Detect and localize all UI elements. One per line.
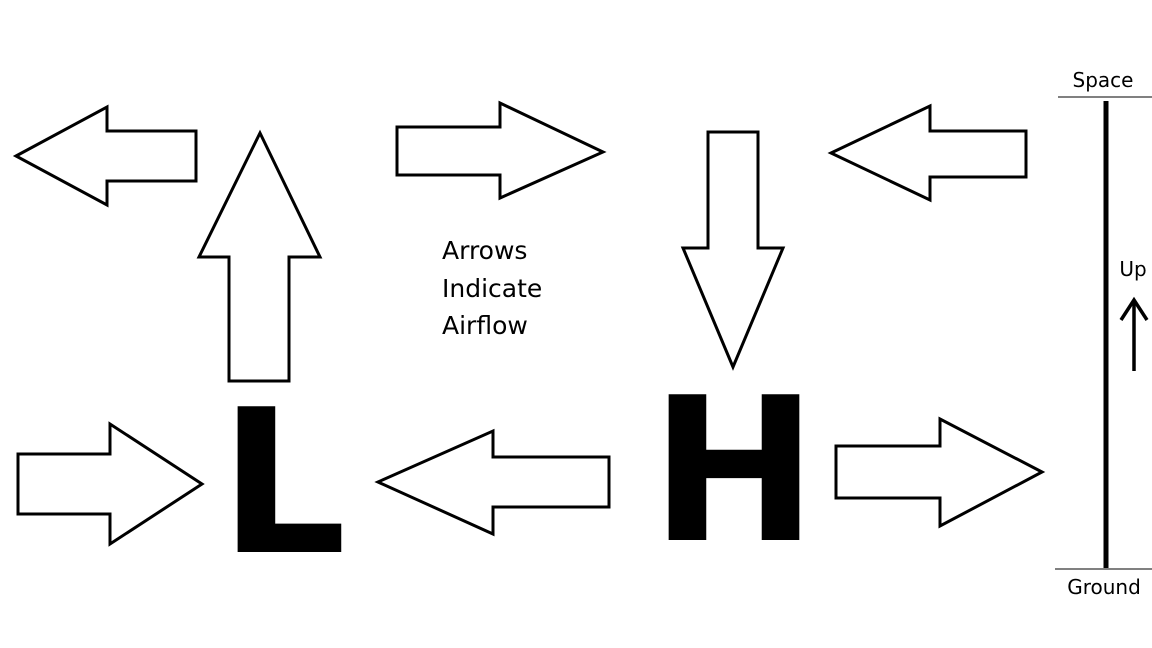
legend-line-3: Airflow: [442, 311, 528, 340]
scale-direction-label: Up: [1119, 257, 1146, 281]
up-arrow-icon: [1119, 296, 1149, 371]
scale-top-label: Space: [1073, 68, 1134, 92]
arrow-low-updraft: [196, 129, 323, 383]
arrow-bottom-left: [16, 421, 205, 547]
arrow-high-downdraft: [680, 130, 786, 371]
arrow-bottom-middle: [374, 428, 611, 537]
high-letter: H: [650, 355, 817, 588]
legend-text: Arrows Indicate Airflow: [442, 236, 542, 340]
legend-line-2: Indicate: [442, 274, 542, 303]
arrow-top-left: [12, 104, 198, 208]
arrow-top-middle: [395, 100, 607, 201]
arrow-bottom-right: [834, 416, 1046, 529]
legend-line-1: Arrows: [442, 236, 527, 265]
scale-bottom-label: Ground: [1067, 575, 1141, 599]
low-pressure-marker: L: [219, 367, 346, 600]
arrow-top-right: [827, 103, 1028, 203]
altitude-scale: Space Ground Up: [1055, 68, 1152, 599]
high-pressure-marker: H: [650, 355, 817, 588]
low-letter: L: [219, 367, 346, 600]
